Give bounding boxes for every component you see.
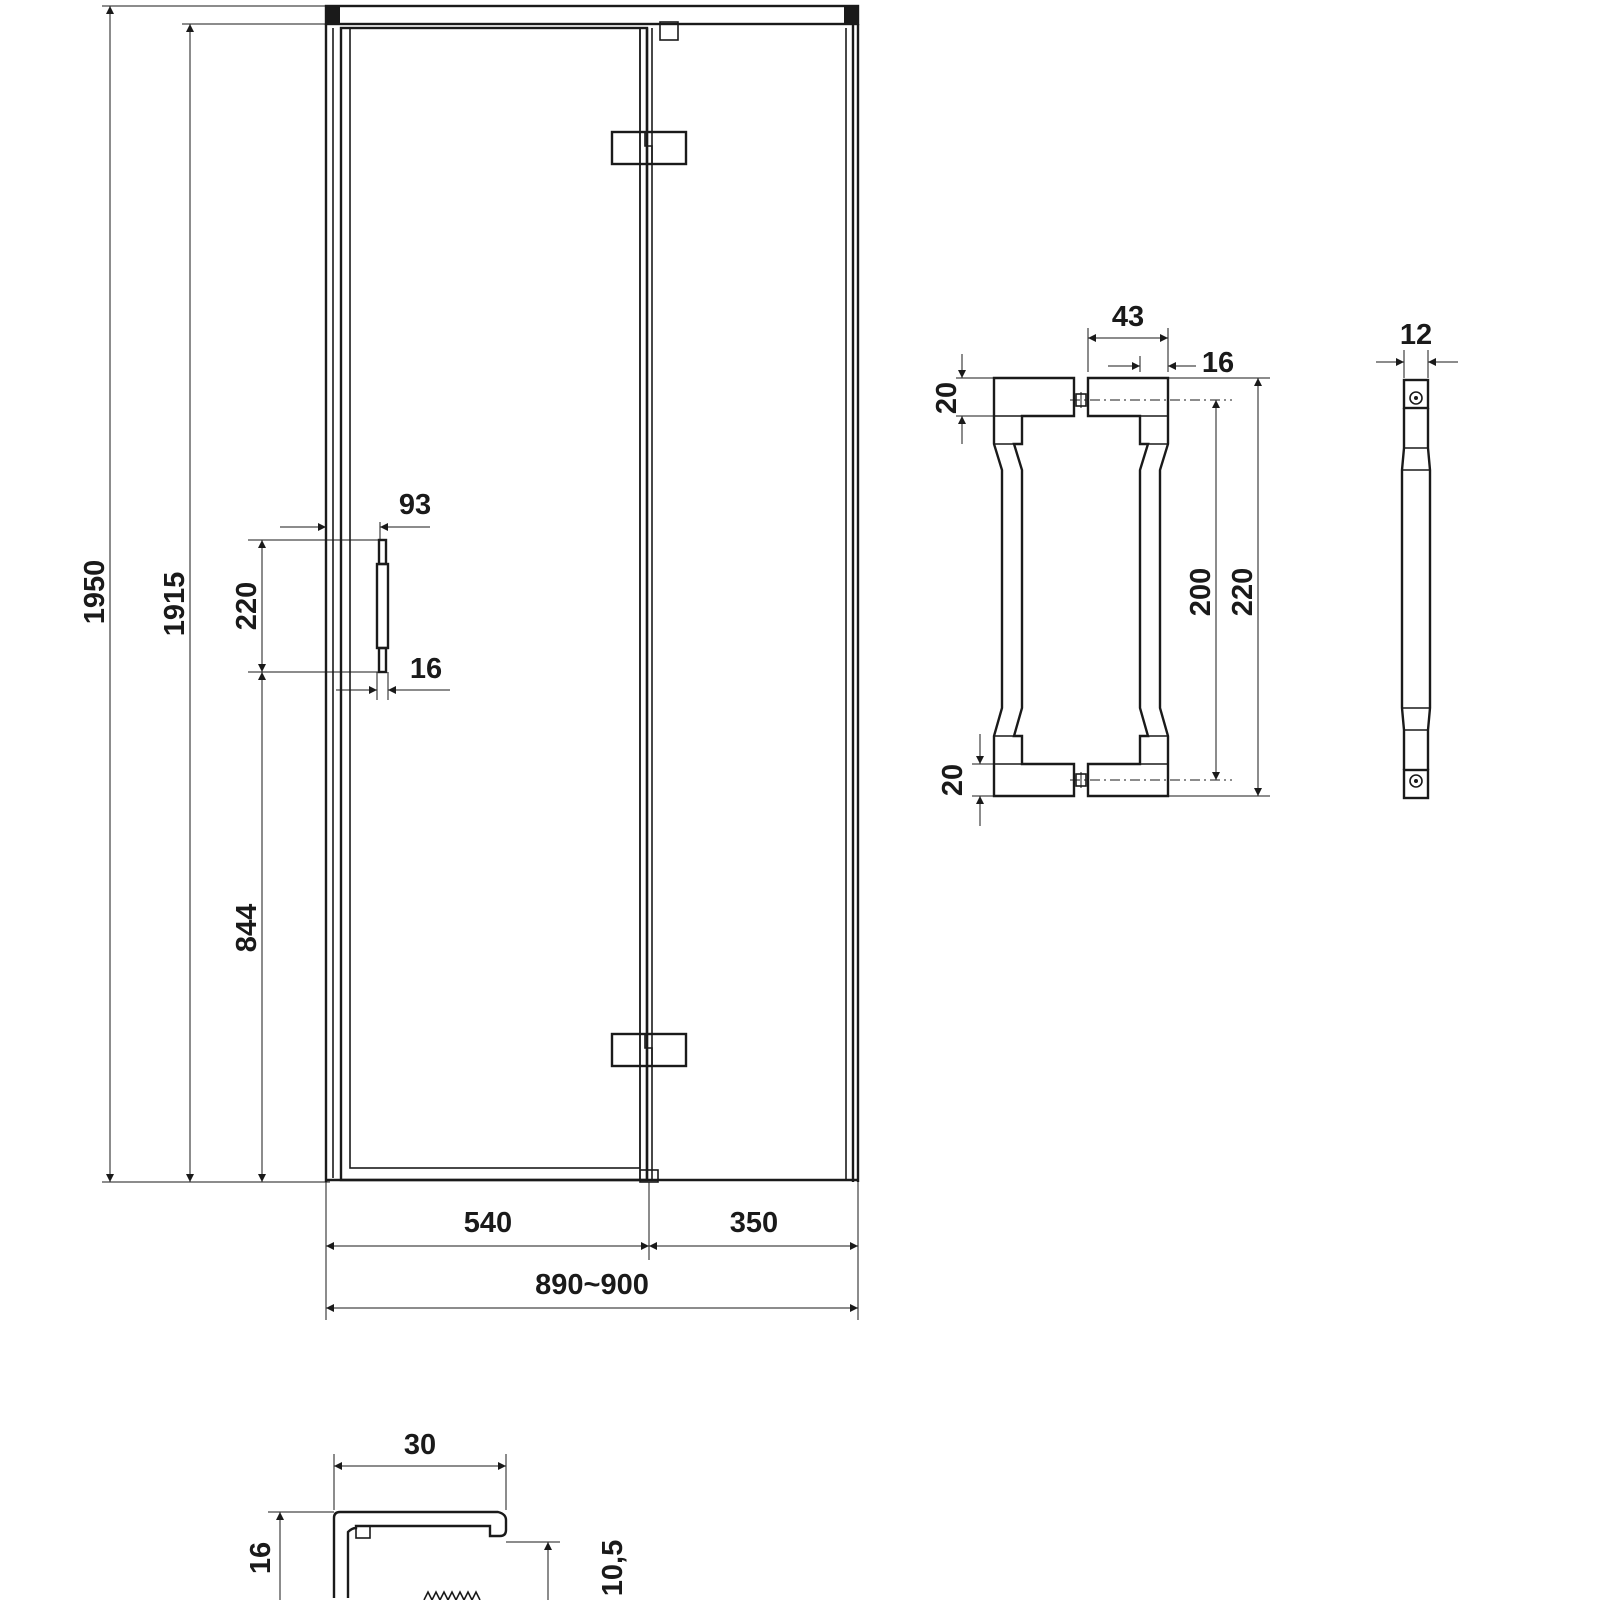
dim-handle-front-width: 12 — [1400, 319, 1432, 351]
door-front-view — [324, 4, 860, 1183]
door-glass-inner — [349, 27, 641, 1169]
handle-side-dimensions: 43 16 20 20 200 220 — [931, 301, 1270, 826]
door-handle — [375, 538, 390, 674]
dim-profile-height: 16 — [245, 1542, 277, 1574]
top-clip — [659, 21, 679, 41]
dim-width-door: 540 — [464, 1207, 512, 1239]
handle-front-bottom-cap — [1402, 768, 1430, 800]
dim-bottom-block-20: 20 — [937, 764, 969, 796]
dim-top-block-20: 20 — [931, 382, 963, 414]
dim-height-total: 1950 — [79, 560, 111, 625]
profile-outline — [332, 1510, 508, 1598]
profile-teeth — [423, 1590, 481, 1600]
profile-clip — [355, 1525, 371, 1539]
handle-front-view: 12 — [1376, 319, 1458, 800]
dim-profile-width: 30 — [404, 1429, 436, 1461]
dim-handle-length: 220 — [231, 582, 263, 630]
dim-handle-depth: 16 — [410, 653, 442, 685]
handle-left-piece — [992, 376, 1076, 798]
dim-profile-inner-height: 10,5 — [597, 1540, 629, 1596]
top-rail-end-right — [844, 6, 858, 24]
dim-width-fixed: 350 — [730, 1207, 778, 1239]
handle-side-view — [992, 376, 1232, 798]
dim-bar-16: 16 — [1202, 347, 1234, 379]
handle-front-top-cap — [1402, 378, 1430, 410]
hinge-bottom — [610, 1032, 688, 1068]
top-rail — [324, 4, 860, 26]
handle-right-piece — [1086, 376, 1170, 798]
profile-section: 30 16 10,5 — [245, 1429, 629, 1600]
door-dimensions: 1950 1915 220 844 93 16 540 350 — [79, 5, 859, 1320]
hinge-top — [610, 130, 688, 166]
dim-height-glass: 1915 — [159, 572, 191, 637]
dim-outer-span-220: 220 — [1227, 568, 1259, 616]
handle-front-bar — [1400, 408, 1432, 770]
dim-handle-depth-43: 43 — [1112, 301, 1144, 333]
top-rail-end-left — [326, 6, 340, 24]
dim-handle-offset: 93 — [399, 489, 431, 521]
dim-handle-height: 844 — [231, 904, 263, 952]
dim-width-total: 890~900 — [535, 1269, 649, 1301]
dim-inner-span-200: 200 — [1185, 568, 1217, 616]
